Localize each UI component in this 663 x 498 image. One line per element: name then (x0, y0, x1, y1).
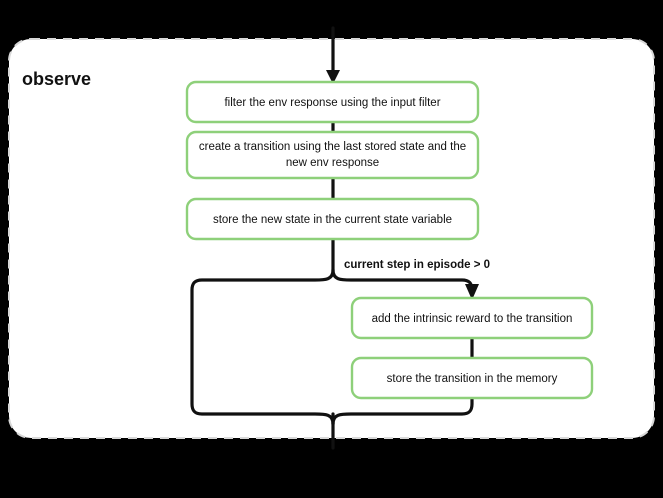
node-store-new-state[interactable]: store the new state in the current state… (185, 197, 480, 241)
node-filter-env-response[interactable]: filter the env response using the input … (185, 80, 480, 124)
arrowhead-entry (326, 70, 340, 84)
edge-branch-left-bypass (190, 268, 335, 426)
node-add-intrinsic-reward-label: add the intrinsic reward to the transiti… (372, 313, 573, 325)
node-add-intrinsic-reward-box[interactable] (350, 296, 594, 340)
node-filter-env-response-label: filter the env response using the input … (224, 97, 440, 109)
node-create-transition-box[interactable] (185, 130, 480, 180)
edge-label-condition: current step in episode > 0 (344, 259, 490, 271)
node-create-transition-label-line2: new env response (286, 157, 379, 169)
node-store-transition-memory[interactable]: store the transition in the memory (350, 356, 594, 400)
arrowhead-conditional (465, 284, 479, 300)
node-store-transition-memory-box[interactable] (350, 356, 594, 400)
node-store-new-state-box[interactable] (185, 197, 480, 241)
node-filter-env-response-box[interactable] (185, 80, 480, 124)
edge-store-transition-to-merge (331, 396, 474, 426)
node-add-intrinsic-reward[interactable]: add the intrinsic reward to the transiti… (350, 296, 594, 340)
node-create-transition[interactable]: create a transition using the last store… (185, 130, 480, 180)
node-create-transition-label-line1: create a transition using the last store… (199, 141, 466, 153)
node-store-transition-memory-label: store the transition in the memory (387, 373, 558, 385)
group-title-observe: observe (22, 69, 91, 89)
node-store-new-state-label: store the new state in the current state… (213, 214, 452, 226)
